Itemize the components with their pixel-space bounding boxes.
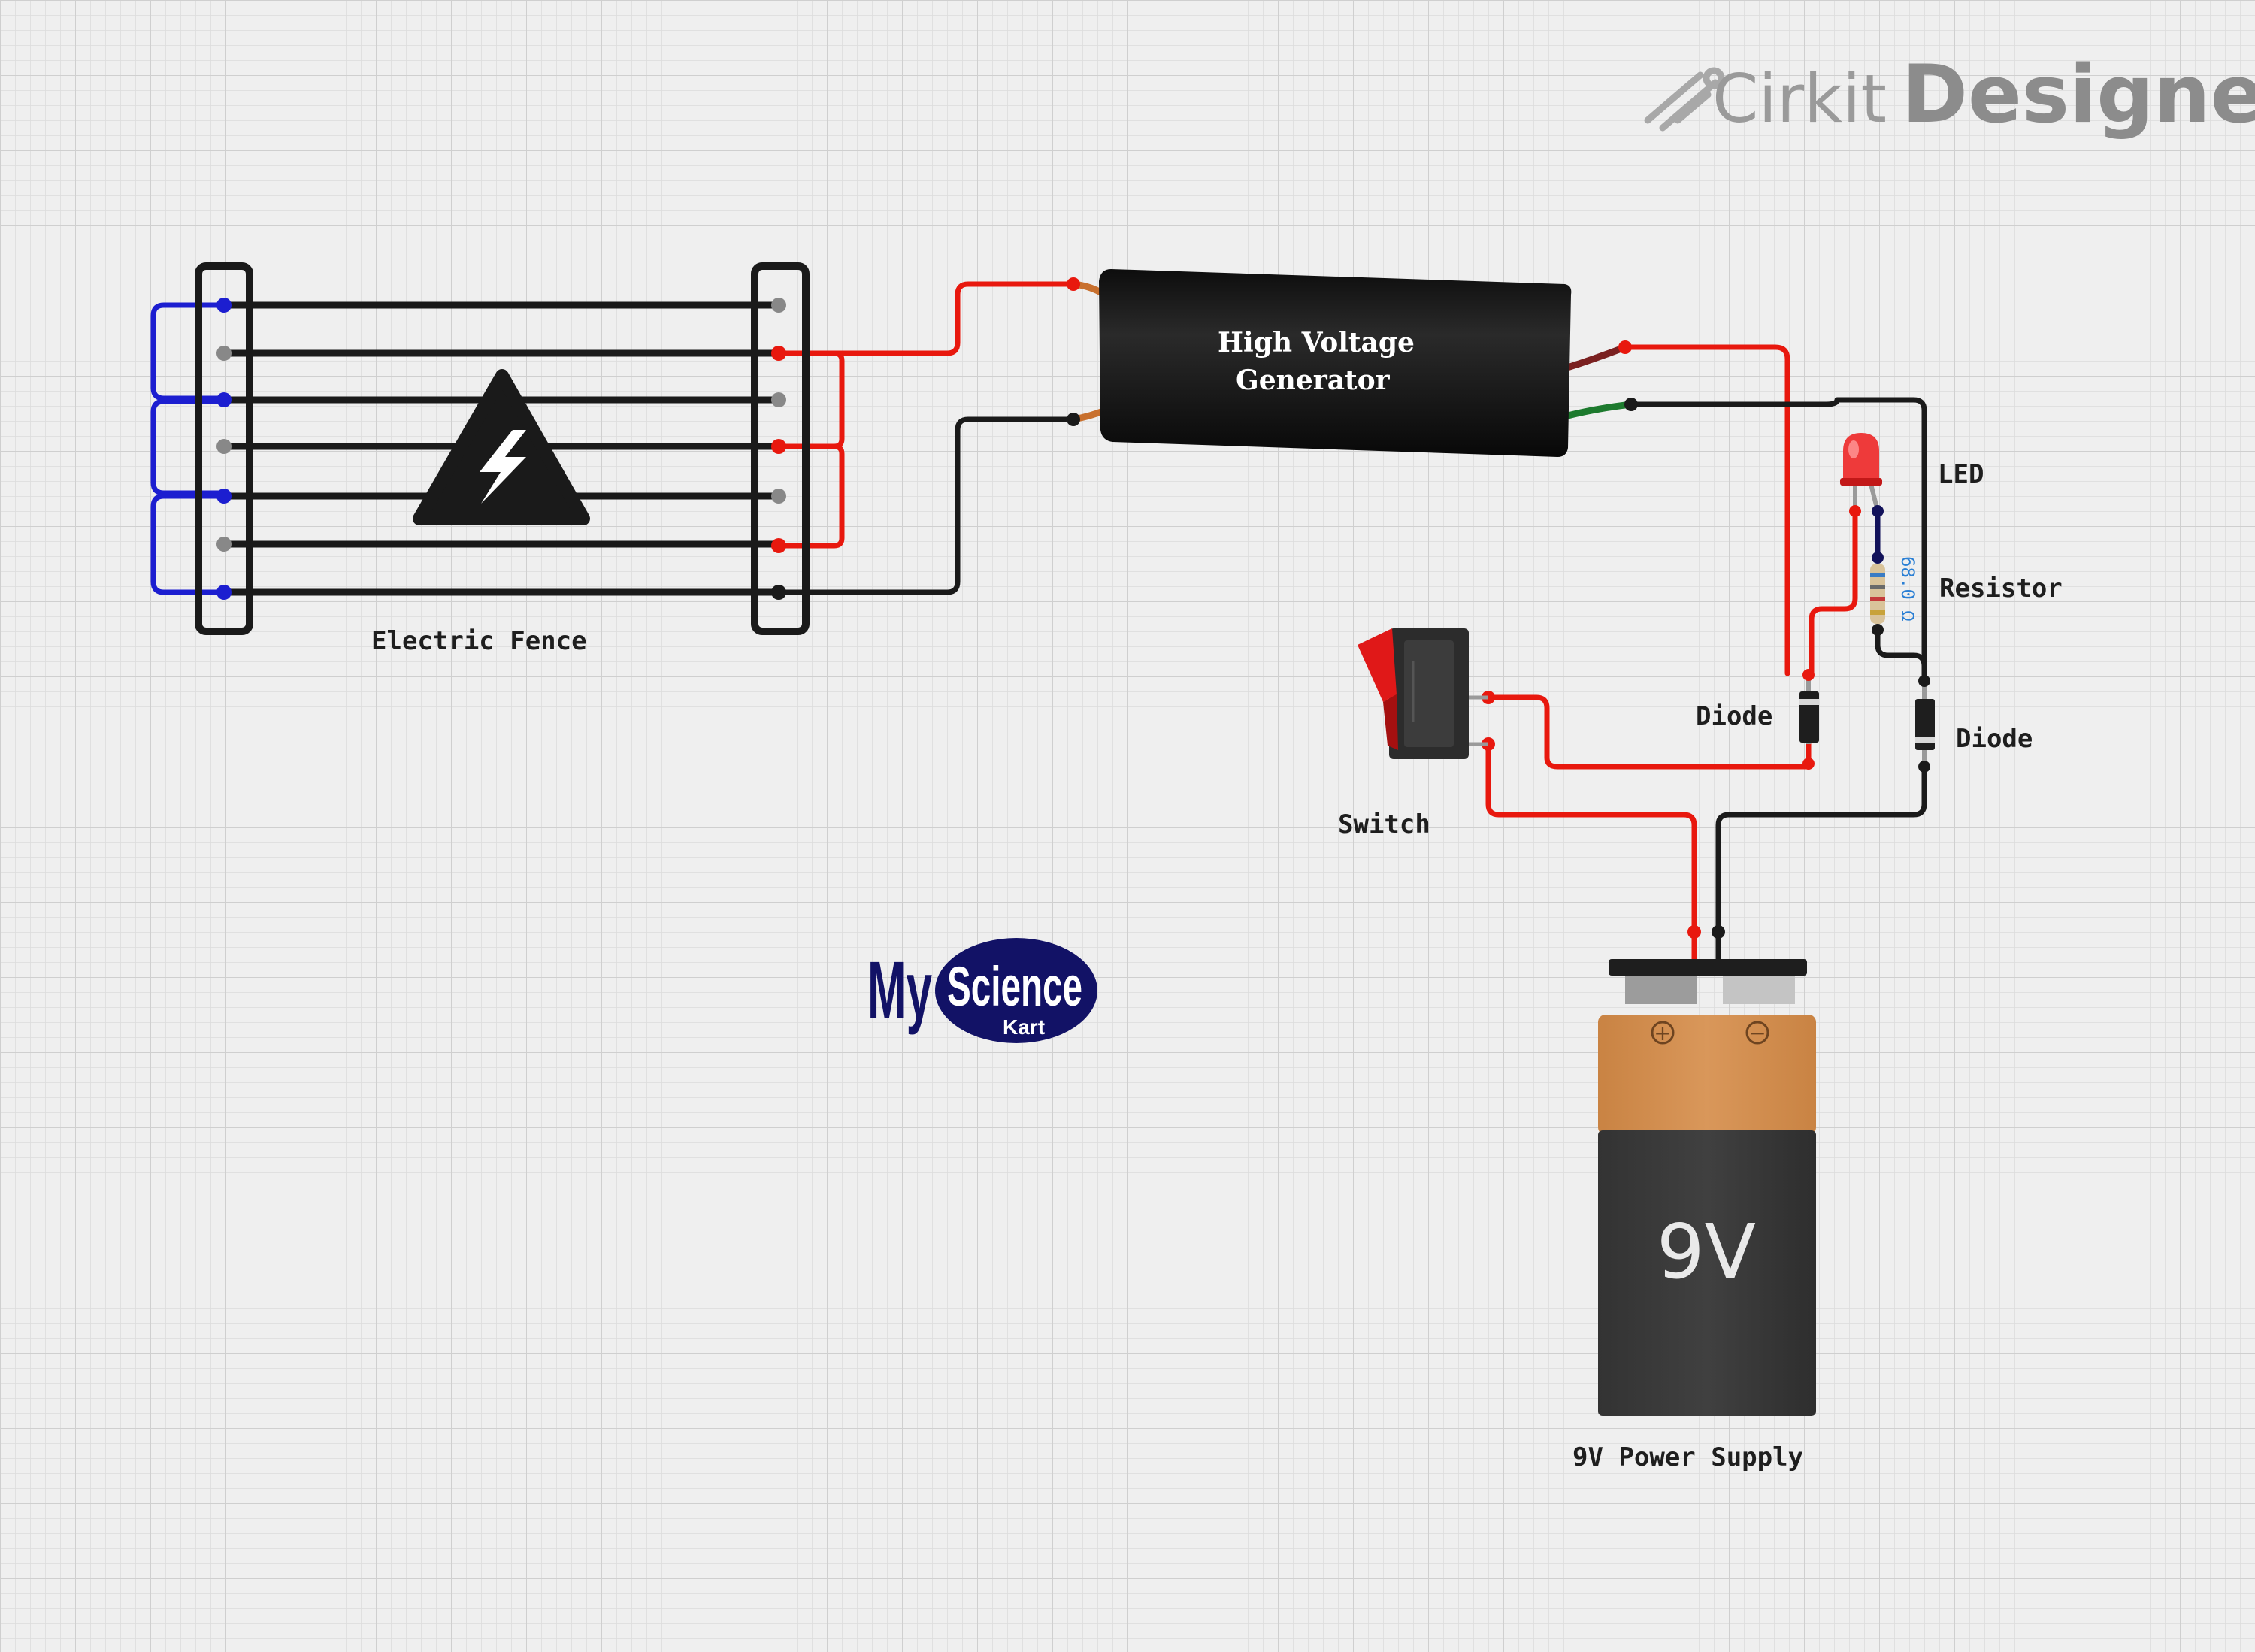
switch-label: Switch [1338, 809, 1430, 840]
wire-led-to-diode [1809, 508, 1858, 678]
battery-minus-sign: − [1748, 1021, 1766, 1045]
brand-name: Designer [1902, 48, 2255, 141]
diode-left-label: Diode [1696, 701, 1772, 731]
led[interactable]: LED [1840, 433, 1984, 517]
battery-clip [1609, 959, 1807, 976]
logo-ellipse [935, 938, 1097, 1043]
diode-right-label: Diode [1956, 724, 2033, 754]
wires [150, 281, 1927, 935]
blue-jumper-1 [150, 302, 226, 401]
generator-output-lead-green [1563, 401, 1632, 420]
fence-label: Electric Fence [371, 626, 587, 656]
generator-body [1099, 269, 1572, 457]
switch-rocker-red [1358, 628, 1397, 702]
wire-switch-to-diode [1485, 694, 1812, 770]
battery-terminal-minus [1723, 976, 1795, 1004]
battery-body [1598, 1130, 1816, 1416]
high-voltage-generator[interactable]: High Voltage Generator [1067, 269, 1638, 457]
led-label: LED [1938, 459, 1984, 489]
wire-generator-black-to-diode [1628, 397, 1927, 684]
battery-terminal-plus [1625, 976, 1697, 1004]
wire-diode-to-battery [1715, 764, 1927, 935]
battery-top [1598, 1015, 1816, 1135]
logo-kart: Kart [1003, 1015, 1045, 1039]
blue-jumper-2 [150, 398, 226, 496]
cirkit-brand: Cirkit Designer [1644, 48, 2255, 141]
battery-9v[interactable]: + − 9V 9V Power Supply [1572, 925, 1816, 1472]
led-bulb [1843, 433, 1879, 481]
wire-generator-red-to-diode [1622, 344, 1790, 676]
resistor[interactable]: 68.0 Ω Resistor [1870, 552, 2063, 636]
brand-prefix: Cirkit [1712, 60, 1887, 138]
electric-fence[interactable]: Electric Fence [195, 262, 810, 656]
myscience-kart-logo: My Science Kart [867, 938, 1097, 1043]
wire-switch-to-battery [1485, 741, 1697, 935]
power-supply-label: 9V Power Supply [1572, 1442, 1803, 1472]
pen-icon [1644, 67, 1725, 132]
wire-fence-red-to-generator [774, 281, 1076, 356]
battery-voltage: 9V [1657, 1208, 1756, 1296]
wire-fence-black-to-generator [774, 416, 1076, 595]
red-jumper-2 [774, 443, 845, 549]
logo-my: My [867, 944, 932, 1035]
rocker-switch[interactable]: Switch [1338, 628, 1495, 840]
diode-right[interactable]: Diode [1915, 675, 2033, 773]
high-voltage-warning-icon [413, 369, 590, 525]
resistor-label: Resistor [1939, 573, 2063, 604]
generator-label-line2: Generator [1236, 365, 1391, 396]
logo-science: Science [947, 955, 1082, 1018]
resistor-code: 68.0 Ω [1897, 556, 1918, 622]
resistor-body [1870, 564, 1885, 624]
fence-right-terminals [771, 298, 786, 600]
fence-left-terminals [216, 298, 232, 600]
battery-plus-sign: + [1654, 1021, 1671, 1045]
generator-label-line1: High Voltage [1218, 327, 1415, 359]
wire-resistor-to-diode [1875, 627, 1927, 684]
diode-left[interactable]: Diode [1696, 669, 1819, 770]
blue-jumper-3 [150, 493, 226, 595]
